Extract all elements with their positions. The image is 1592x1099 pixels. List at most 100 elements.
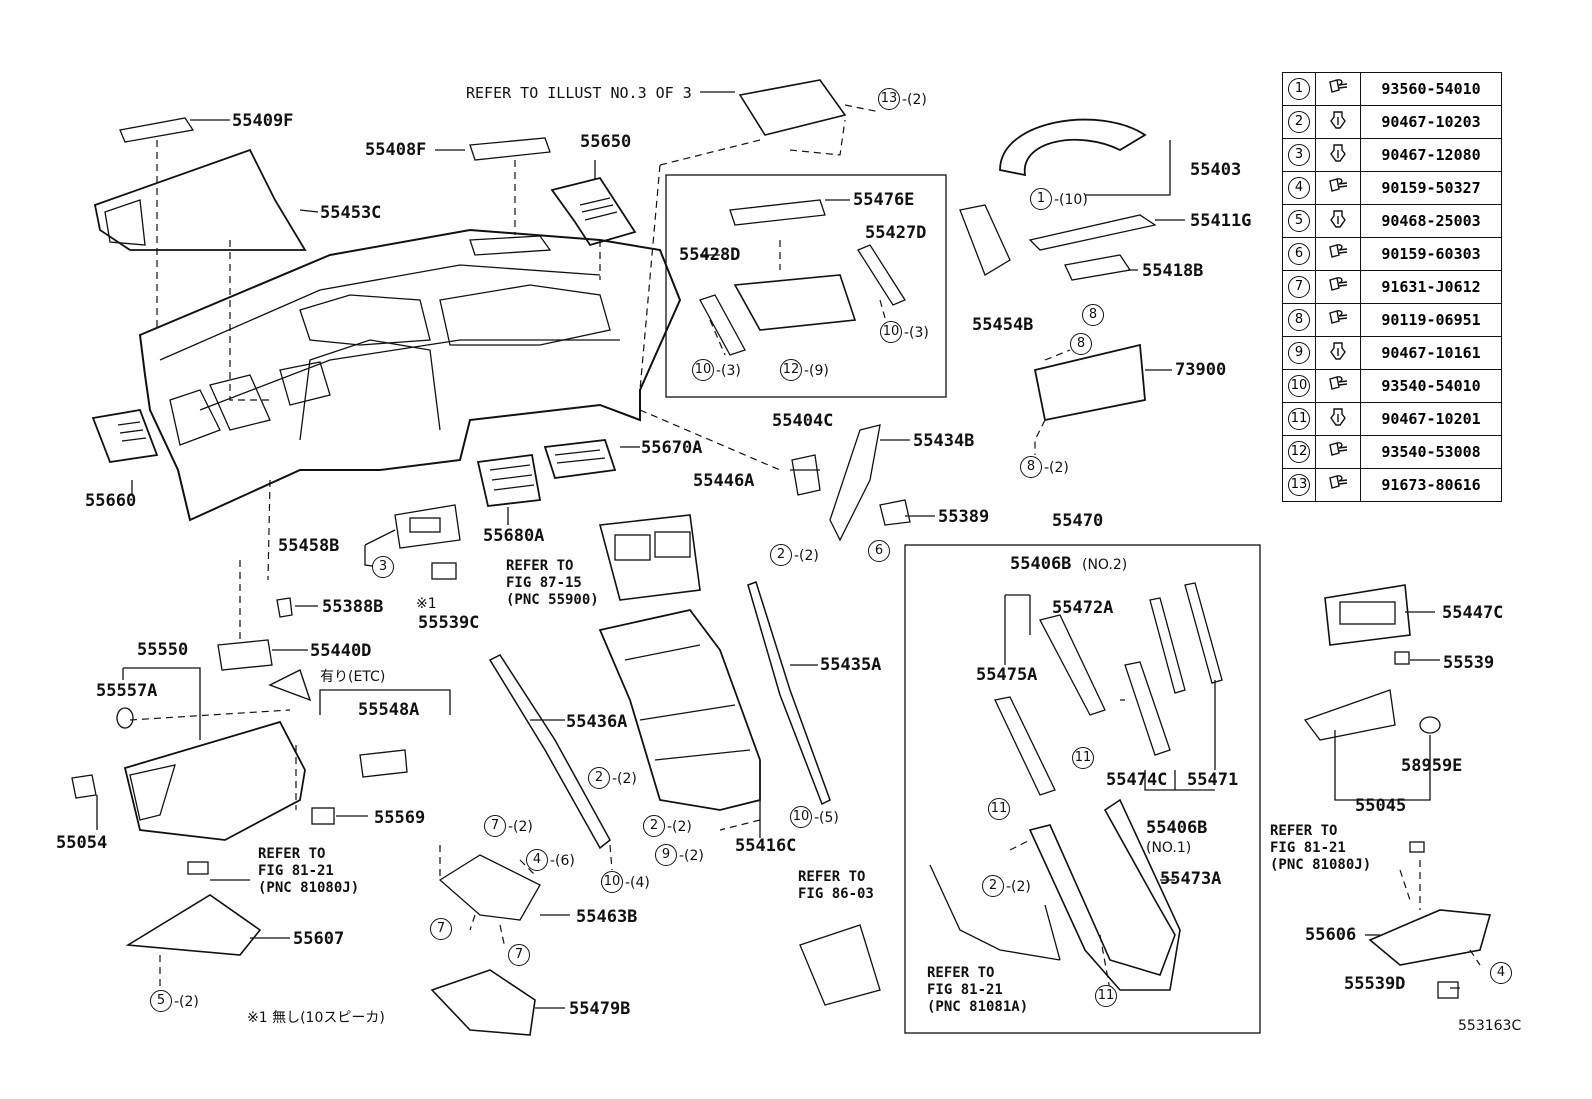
part-55440D[interactable]: 55440D <box>310 641 372 661</box>
part-55471[interactable]: 55471 <box>1187 770 1239 790</box>
part-55660[interactable]: 55660 <box>85 491 137 511</box>
part-55463B[interactable]: 55463B <box>576 907 638 927</box>
fastener-part-number[interactable]: 90119-06951 <box>1360 303 1502 337</box>
callout-circle[interactable]: 2 <box>588 767 610 789</box>
ref-fig-86-03[interactable]: REFER TO FIG 86-03 <box>798 869 874 902</box>
part-55539C[interactable]: 55539C <box>418 613 480 633</box>
callout-circle[interactable]: 10 <box>790 806 812 828</box>
part-55607[interactable]: 55607 <box>293 929 345 949</box>
part-55476E[interactable]: 55476E <box>853 190 915 210</box>
callout-circle[interactable]: 4 <box>526 849 548 871</box>
fastener-part-number[interactable]: 90159-60303 <box>1360 237 1502 271</box>
ref-fig-81-21-a[interactable]: REFER TO FIG 81-21 (PNC 81080J) <box>258 846 360 896</box>
callout-circle[interactable]: 7 <box>430 918 452 940</box>
callout-circle[interactable]: 8 <box>1070 333 1092 355</box>
callout-circle[interactable]: 11 <box>1072 747 1094 769</box>
callout-circle[interactable]: 2 <box>982 875 1004 897</box>
part-55418B[interactable]: 55418B <box>1142 261 1204 281</box>
part-55454B[interactable]: 55454B <box>972 315 1034 335</box>
part-55435A[interactable]: 55435A <box>820 655 882 675</box>
part-55411G[interactable]: 55411G <box>1190 211 1252 231</box>
part-55548A[interactable]: 55548A <box>358 700 420 720</box>
part-73900[interactable]: 73900 <box>1175 360 1227 380</box>
part-55606[interactable]: 55606 <box>1305 925 1357 945</box>
part-55472A[interactable]: 55472A <box>1052 598 1114 618</box>
part-55539[interactable]: 55539 <box>1443 653 1495 673</box>
callout-circle[interactable]: 5 <box>150 990 172 1012</box>
part-55447C[interactable]: 55447C <box>1442 603 1504 623</box>
part-55389[interactable]: 55389 <box>938 507 990 527</box>
callout-circle[interactable]: 7 <box>508 944 530 966</box>
callout-circle[interactable]: 9 <box>655 844 677 866</box>
part-55436A[interactable]: 55436A <box>566 712 628 732</box>
fastener-part-number[interactable]: 93540-54010 <box>1360 369 1502 403</box>
ref-fig-87-15[interactable]: REFER TO FIG 87-15 (PNC 55900) <box>506 558 599 608</box>
part-55680A[interactable]: 55680A <box>483 526 545 546</box>
ref-illust-3[interactable]: REFER TO ILLUST NO.3 OF 3 <box>466 84 692 102</box>
part-55458B[interactable]: 55458B <box>278 536 340 556</box>
callout-circle[interactable]: 3 <box>372 556 394 578</box>
part-55557A[interactable]: 55557A <box>96 681 158 701</box>
part-55427D[interactable]: 55427D <box>865 223 927 243</box>
fastener-part-number[interactable]: 90467-10161 <box>1360 336 1502 370</box>
part-55054[interactable]: 55054 <box>56 833 108 853</box>
callout-circle[interactable]: 12 <box>780 359 802 381</box>
part-55406B-no2[interactable]: 55406B <box>1010 554 1072 574</box>
part-55453C[interactable]: 55453C <box>320 203 382 223</box>
fastener-part-number[interactable]: 90468-25003 <box>1360 204 1502 238</box>
callout-circle[interactable]: 11 <box>1095 985 1117 1007</box>
fastener-part-number[interactable]: 90159-50327 <box>1360 171 1502 205</box>
part-55045[interactable]: 55045 <box>1355 796 1407 816</box>
fastener-part-number[interactable]: 90467-10203 <box>1360 105 1502 139</box>
part-55650[interactable]: 55650 <box>580 132 632 152</box>
callout-circle[interactable]: 8 <box>1082 304 1104 326</box>
part-55473A[interactable]: 55473A <box>1160 869 1222 889</box>
part-55434B[interactable]: 55434B <box>913 431 975 451</box>
part-55428D[interactable]: 55428D <box>679 245 741 265</box>
callout-circle[interactable]: 2 <box>770 544 792 566</box>
callout-circle[interactable]: 7 <box>484 815 506 837</box>
fastener-part-number[interactable]: 91673-80616 <box>1360 468 1502 502</box>
part-55416C[interactable]: 55416C <box>735 836 797 856</box>
callout-circle[interactable]: 4 <box>1490 962 1512 984</box>
part-55470[interactable]: 55470 <box>1052 511 1104 531</box>
part-55539D[interactable]: 55539D <box>1344 974 1406 994</box>
fastener-part-number[interactable]: 90467-10201 <box>1360 402 1502 436</box>
part-55408F[interactable]: 55408F <box>365 140 427 160</box>
callout-circle[interactable]: 10 <box>880 321 902 343</box>
fastener-part-number[interactable]: 90467-12080 <box>1360 138 1502 172</box>
fastener-part-number[interactable]: 93560-54010 <box>1360 72 1502 106</box>
part-55475A[interactable]: 55475A <box>976 665 1038 685</box>
part-55403[interactable]: 55403 <box>1190 160 1242 180</box>
ref-fig-81-21-b[interactable]: REFER TO FIG 81-21 (PNC 81081A) <box>927 965 1029 1015</box>
part-55446A[interactable]: 55446A <box>693 471 755 491</box>
callout-circle[interactable]: 6 <box>868 540 890 562</box>
part-55406B-no1[interactable]: 55406B <box>1146 818 1208 838</box>
fastener-part-number[interactable]: 91631-J0612 <box>1360 270 1502 304</box>
callout-circle[interactable]: 10 <box>601 871 623 893</box>
callout-circle[interactable]: 13 <box>878 88 900 110</box>
part-55474C[interactable]: 55474C <box>1106 770 1168 790</box>
part-55388B[interactable]: 55388B <box>322 597 384 617</box>
callout-circle[interactable]: 11 <box>988 798 1010 820</box>
part-55550[interactable]: 55550 <box>137 640 189 660</box>
part-55670A[interactable]: 55670A <box>641 438 703 458</box>
fastener-part-number[interactable]: 93540-53008 <box>1360 435 1502 469</box>
callout-circle[interactable]: 10 <box>692 359 714 381</box>
part-55404C[interactable]: 55404C <box>772 411 834 431</box>
callout-circle[interactable]: 2 <box>643 815 665 837</box>
part-55409F[interactable]: 55409F <box>232 111 294 131</box>
callout-circle[interactable]: 8 <box>1020 456 1042 478</box>
